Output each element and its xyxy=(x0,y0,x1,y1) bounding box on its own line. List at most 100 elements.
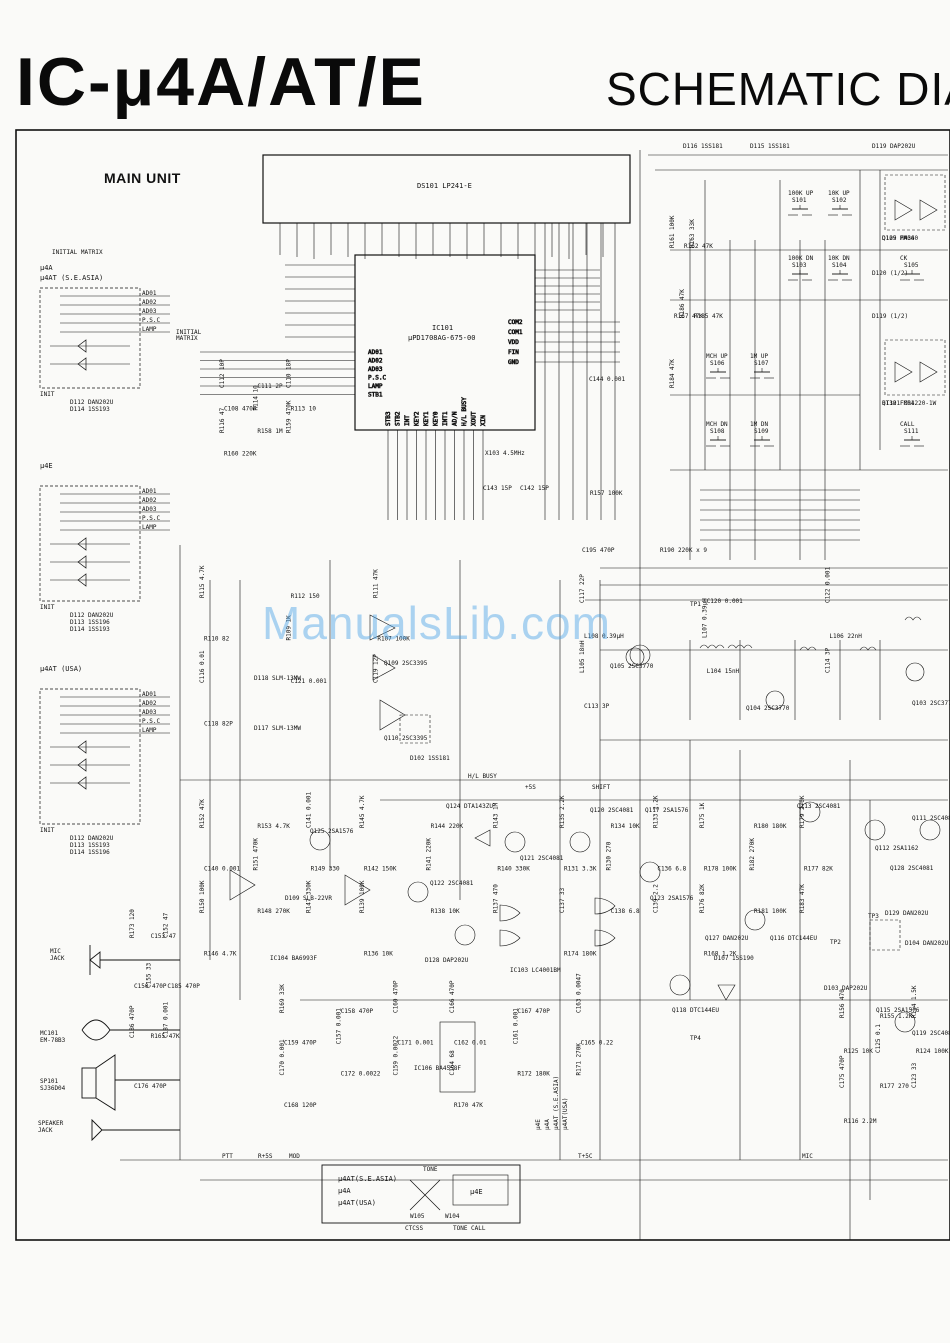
jack-symbols xyxy=(81,945,180,1142)
component-value: C159 0.0022 xyxy=(392,1035,399,1075)
component-value: R115 4.7K xyxy=(199,565,206,598)
switch-ref: S104 xyxy=(832,262,847,269)
component-value: R125 10K xyxy=(844,1048,873,1055)
matrix-part-label: D112 DAN202U xyxy=(70,399,114,406)
component-value: R177 270 xyxy=(880,1083,909,1090)
component-value: C155 33 xyxy=(146,962,153,988)
matrix-pin-label: P.S.C xyxy=(142,515,160,522)
component-label: Q129 FMG4 xyxy=(882,235,915,242)
component-label: Q121 2SC4081 xyxy=(520,855,564,862)
component-value: R182 270K xyxy=(749,838,756,871)
component-label: Q127 DAN202U xyxy=(705,935,749,942)
variant-label: μ4AT(USA) xyxy=(562,1097,569,1130)
tone-option-mu4e: μ4E xyxy=(470,1188,483,1196)
variant-label: μ4E xyxy=(535,1119,542,1130)
component-value: R181 100K xyxy=(754,908,787,915)
tone-option-label: μ4AT(S.E.ASIA) xyxy=(338,1175,397,1183)
component-value: R167 47K xyxy=(674,313,703,320)
switch-ref: S103 xyxy=(792,262,807,269)
component-label: D105 MA360 xyxy=(882,235,919,242)
test-point-label: TP2 xyxy=(830,939,841,946)
component-value: R109 1K xyxy=(286,615,293,641)
right-wiring xyxy=(600,150,948,1240)
matrix-part-label: D113 1SS196 xyxy=(70,619,110,626)
speaker-jack-label: SPEAKER xyxy=(38,1120,64,1127)
main-unit-label: MAIN UNIT xyxy=(104,170,181,186)
matrix-pin-label: AD03 xyxy=(142,709,157,716)
ic101-pin-label: XOUT xyxy=(471,411,478,426)
component-value: R144 220K xyxy=(431,823,464,830)
ic101-pin-label: XIN xyxy=(480,415,487,426)
display-bus xyxy=(279,223,616,520)
tone-select-box xyxy=(321,1164,521,1224)
component-value: R159 470K xyxy=(286,400,293,433)
ic101-part: μPD1708AG-675-00 xyxy=(408,334,475,342)
component-value: R177 82K xyxy=(804,866,833,873)
component-value: C157 0.001 xyxy=(336,1008,343,1045)
component-label: X103 4.5MHz xyxy=(485,450,525,457)
ic101-matrix-label: INITIAL xyxy=(176,329,202,336)
bus-label: PTT xyxy=(222,1153,233,1160)
component-value: C119 12P xyxy=(372,654,379,683)
tone-option-label: μ4A xyxy=(338,1187,351,1195)
component-value: R186 47K xyxy=(679,289,686,318)
schematic-subtitle: SCHEMATIC DIA xyxy=(606,63,950,115)
switch-label: 1M UP xyxy=(750,353,768,360)
component-value: C165 0.22 xyxy=(581,1039,614,1046)
component-value: R183 47K xyxy=(799,884,806,913)
component-value: C113 3P xyxy=(584,703,610,710)
speaker-label: SJ36D04 xyxy=(40,1085,66,1092)
ic101-pin-label: AD01 xyxy=(368,349,383,356)
component-label: D118 SLM-13MW xyxy=(254,675,301,682)
matrix-pin-label: P.S.C xyxy=(142,317,160,324)
tone-w105-label: W105 xyxy=(410,1213,425,1220)
component-label: IC103 LC4001BM xyxy=(510,967,561,974)
component-label: D109 SLB-22VR xyxy=(285,895,332,902)
component-value: R135 2.2K xyxy=(559,795,566,828)
component-label: D107 1SS190 xyxy=(714,955,754,962)
matrix-init-label: INIT xyxy=(40,604,55,611)
matrix-pin-label: P.S.C xyxy=(142,718,160,725)
ic101-pin-label: COM2 xyxy=(508,319,523,326)
manualslib-watermark: ManualsLib.com xyxy=(262,597,611,649)
component-value: C166 470P xyxy=(449,980,456,1013)
matrix-group-title: μ4A xyxy=(40,264,53,272)
mic-element-label: MC101 xyxy=(40,1030,58,1037)
ic101-pin-label: COM1 xyxy=(508,329,523,336)
component-value: R156 470 xyxy=(839,989,846,1018)
component-label: D103 DAP202U xyxy=(824,985,868,992)
component-label: D120 (1/2) xyxy=(872,270,908,277)
mic-jack-label: MIC xyxy=(50,948,61,955)
ic101-pin-label: FIN xyxy=(508,349,519,356)
matrix-pin-label: AD03 xyxy=(142,308,157,315)
matrix-pin-label: LAMP xyxy=(142,326,157,333)
variant-label: μ4A xyxy=(544,1119,551,1130)
ic101-pin-label: GND xyxy=(508,359,519,366)
component-value: R143 1M xyxy=(492,802,499,828)
ic101-pin-label: AD02 xyxy=(368,358,383,365)
matrix-part-label: D112 DAN202U xyxy=(70,612,114,619)
component-value: C112 10P xyxy=(219,359,226,388)
component-value: R140 330K xyxy=(497,866,530,873)
matrix-group-title: μ4AT (USA) xyxy=(40,665,82,673)
component-value: C175 470P xyxy=(839,1055,846,1088)
switch-label: 10K UP xyxy=(828,190,850,197)
component-value: C172 0.0022 xyxy=(341,1071,381,1078)
display-ds101 xyxy=(262,154,631,224)
component-value: R169 33K xyxy=(279,984,286,1013)
ic101-pin-label: P.S.C xyxy=(368,375,386,382)
component-value: C122 0.001 xyxy=(824,566,831,603)
component-value: R131 3.3K xyxy=(564,866,597,873)
component-value: C163 0.0047 xyxy=(576,973,583,1013)
mic-element-label: EM-78B3 xyxy=(40,1037,66,1044)
display-ds101-label: DS101 LP241-E xyxy=(417,182,472,190)
component-value: C121 0.001 xyxy=(291,678,328,685)
tone-label: TONE xyxy=(423,1166,438,1173)
test-point-label: TP4 xyxy=(690,1035,701,1042)
initial-matrix-header: INITIAL MATRIX xyxy=(52,249,103,256)
component-value: R152 47K xyxy=(199,799,206,828)
component-label: R157 100K xyxy=(590,490,623,497)
component-value: R160 220K xyxy=(224,451,257,458)
component-value: R179 270K xyxy=(799,795,806,828)
bus-label: MIC xyxy=(802,1153,813,1160)
